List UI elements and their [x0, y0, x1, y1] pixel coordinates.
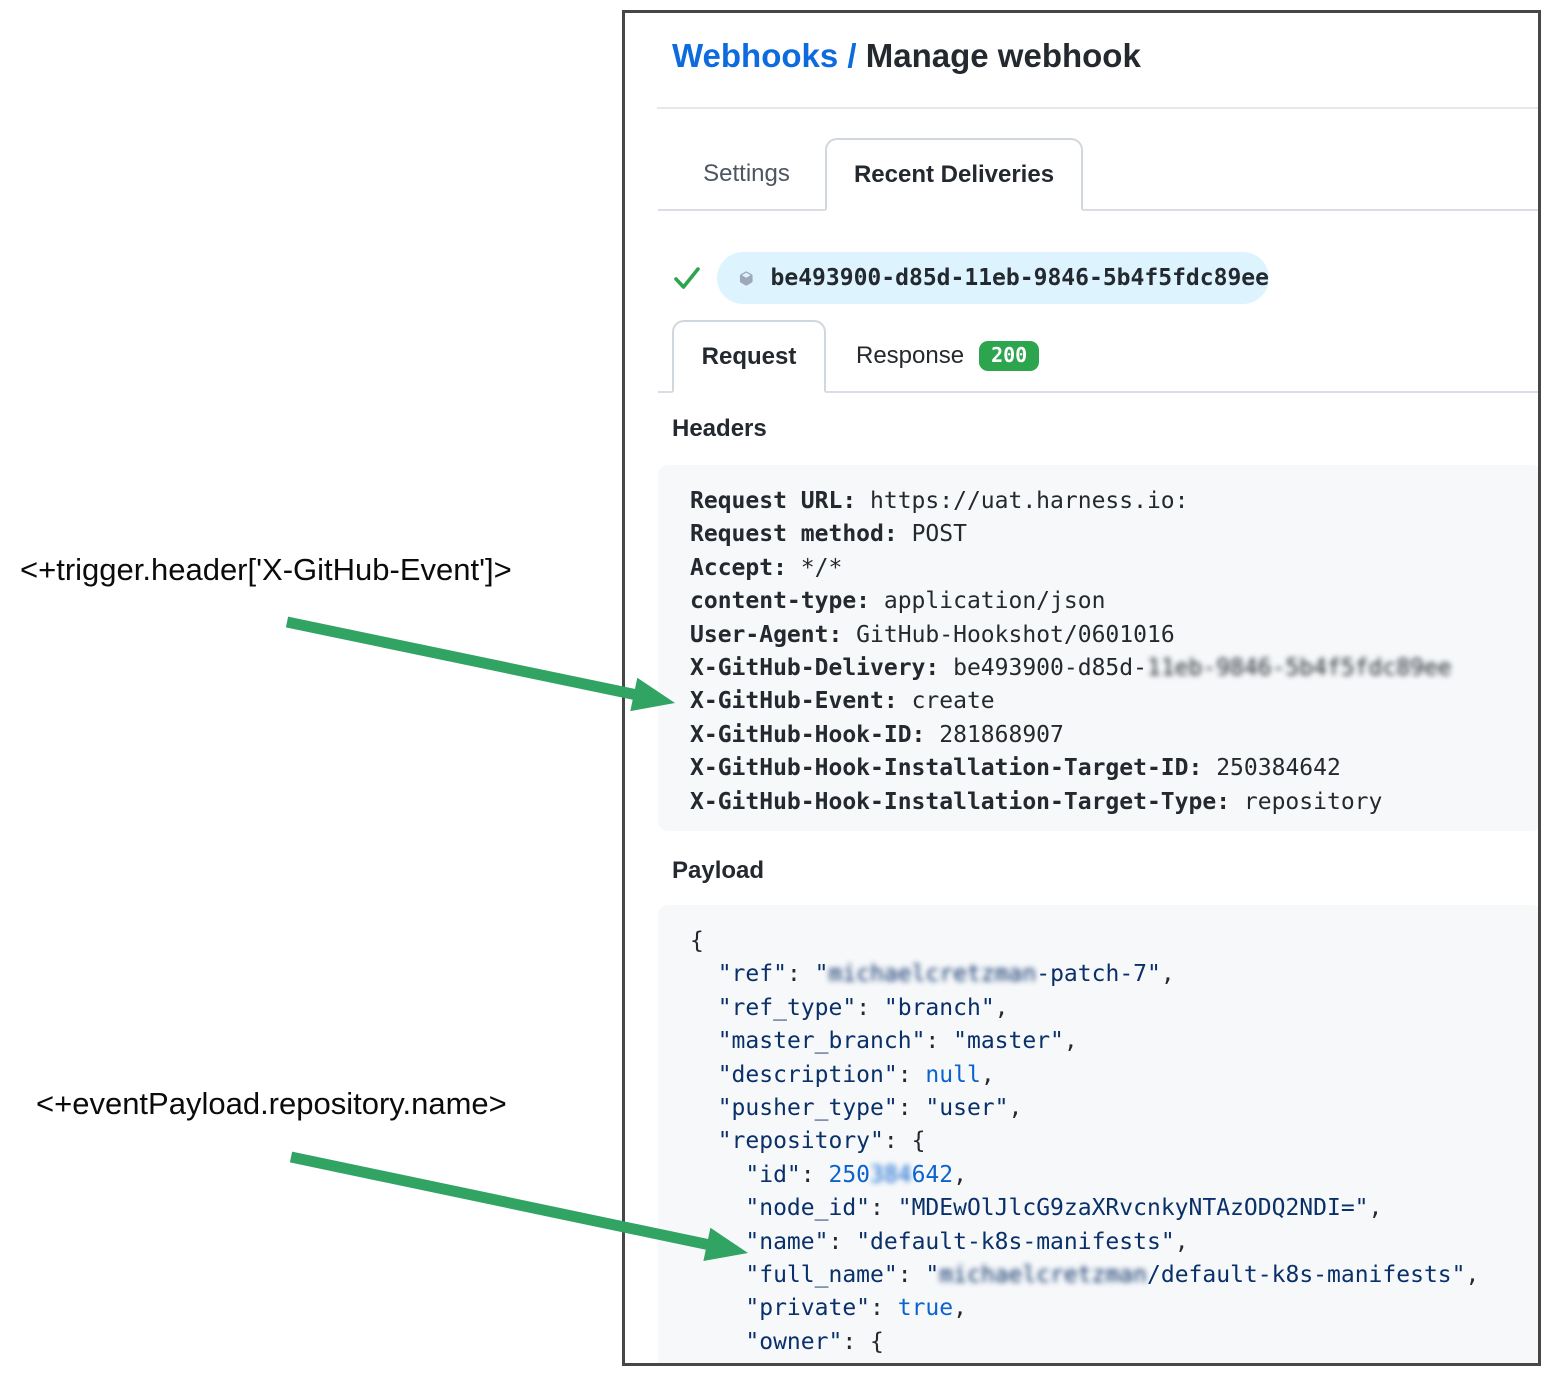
payload-line: "private": true, [745, 1295, 967, 1322]
payload-line: "ref_type": "branch", [717, 994, 1009, 1021]
tab-request[interactable]: Request [672, 320, 826, 393]
tab-response-label: Response [856, 341, 965, 369]
annotation-trigger-header: <+trigger.header['X-GitHub-Event']> [20, 552, 512, 587]
tab-recent-deliveries[interactable]: Recent Deliveries [825, 138, 1083, 211]
payload-line: "node_id": "MDEwOlJlcG9zaXRvcnkyNTAzODQ2… [745, 1195, 1383, 1222]
screenshot-frame: Webhooks / Manage webhook Settings Recen… [622, 10, 1541, 1366]
header-line: X-GitHub-Event: create [690, 688, 995, 715]
header-line: Request method: POST [690, 521, 967, 548]
header-line: Request URL: https://uat.harness.io: [690, 488, 1189, 514]
payload-line: "id": 250384642, [745, 1161, 967, 1188]
headers-list: Request URL: https://uat.harness.io: Requ… [690, 485, 1538, 819]
delivery-guid: be493900-d85d-11eb-9846-5b4f5fdc89ee [770, 265, 1270, 291]
package-icon [739, 270, 753, 286]
payload-heading: Payload [672, 857, 765, 884]
breadcrumb-current: Manage webhook [865, 37, 1141, 74]
header-line: X-GitHub-Delivery: be493900-d85d-11eb-98… [690, 655, 1452, 682]
payload-line: "full_name": "michaelcretzman/default-k8… [745, 1262, 1480, 1289]
payload-line: "repository": { [717, 1128, 926, 1155]
headers-heading: Headers [672, 415, 767, 442]
delivery-guid-pill[interactable]: be493900-d85d-11eb-9846-5b4f5fdc89ee [717, 252, 1269, 304]
main-tabnav: Settings Recent Deliveries [658, 138, 1538, 211]
breadcrumb-separator: / [847, 37, 857, 74]
annotation-event-payload: <+eventPayload.repository.name> [36, 1086, 507, 1121]
payload-line: "ref": "michaelcretzman-patch-7", [717, 961, 1175, 988]
headers-box: Request URL: https://uat.harness.io: Requ… [658, 465, 1538, 831]
header-line: X-GitHub-Hook-ID: 281868907 [690, 721, 1064, 748]
header-line: X-GitHub-Hook-Installation-Target-ID: 25… [690, 755, 1341, 782]
title-divider [657, 107, 1538, 109]
header-line: content-type: application/json [690, 588, 1106, 615]
header-line: User-Agent: GitHub-Hookshot/0601016 [690, 621, 1175, 648]
payload-line: "owner": { [745, 1328, 884, 1355]
header-line: Accept: */* [690, 554, 843, 581]
header-line: X-GitHub-Hook-Installation-Target-Type: … [690, 788, 1383, 815]
arrow-to-github-event [285, 616, 675, 712]
payload-line: "master_branch": "master", [717, 1028, 1078, 1055]
payload-box: { "ref": "michaelcretzman-patch-7", "ref… [658, 905, 1538, 1363]
breadcrumb-webhooks-link[interactable]: Webhooks [672, 37, 839, 74]
payload-line: { [690, 928, 704, 954]
payload-line: "description": null, [717, 1061, 995, 1088]
payload-list: { "ref": "michaelcretzman-patch-7", "ref… [690, 925, 1538, 1359]
tab-settings[interactable]: Settings [703, 159, 790, 187]
delivery-success-check-icon [674, 267, 700, 289]
response-status-badge: 200 [979, 340, 1040, 371]
delivery-tabnav: Request Response 200 [658, 320, 1538, 393]
page-title: Webhooks / Manage webhook [672, 37, 1141, 75]
tab-response[interactable]: Response 200 [856, 320, 1040, 391]
payload-line: "name": "default-k8s-manifests", [745, 1228, 1189, 1255]
payload-line: "pusher_type": "user", [717, 1095, 1023, 1122]
